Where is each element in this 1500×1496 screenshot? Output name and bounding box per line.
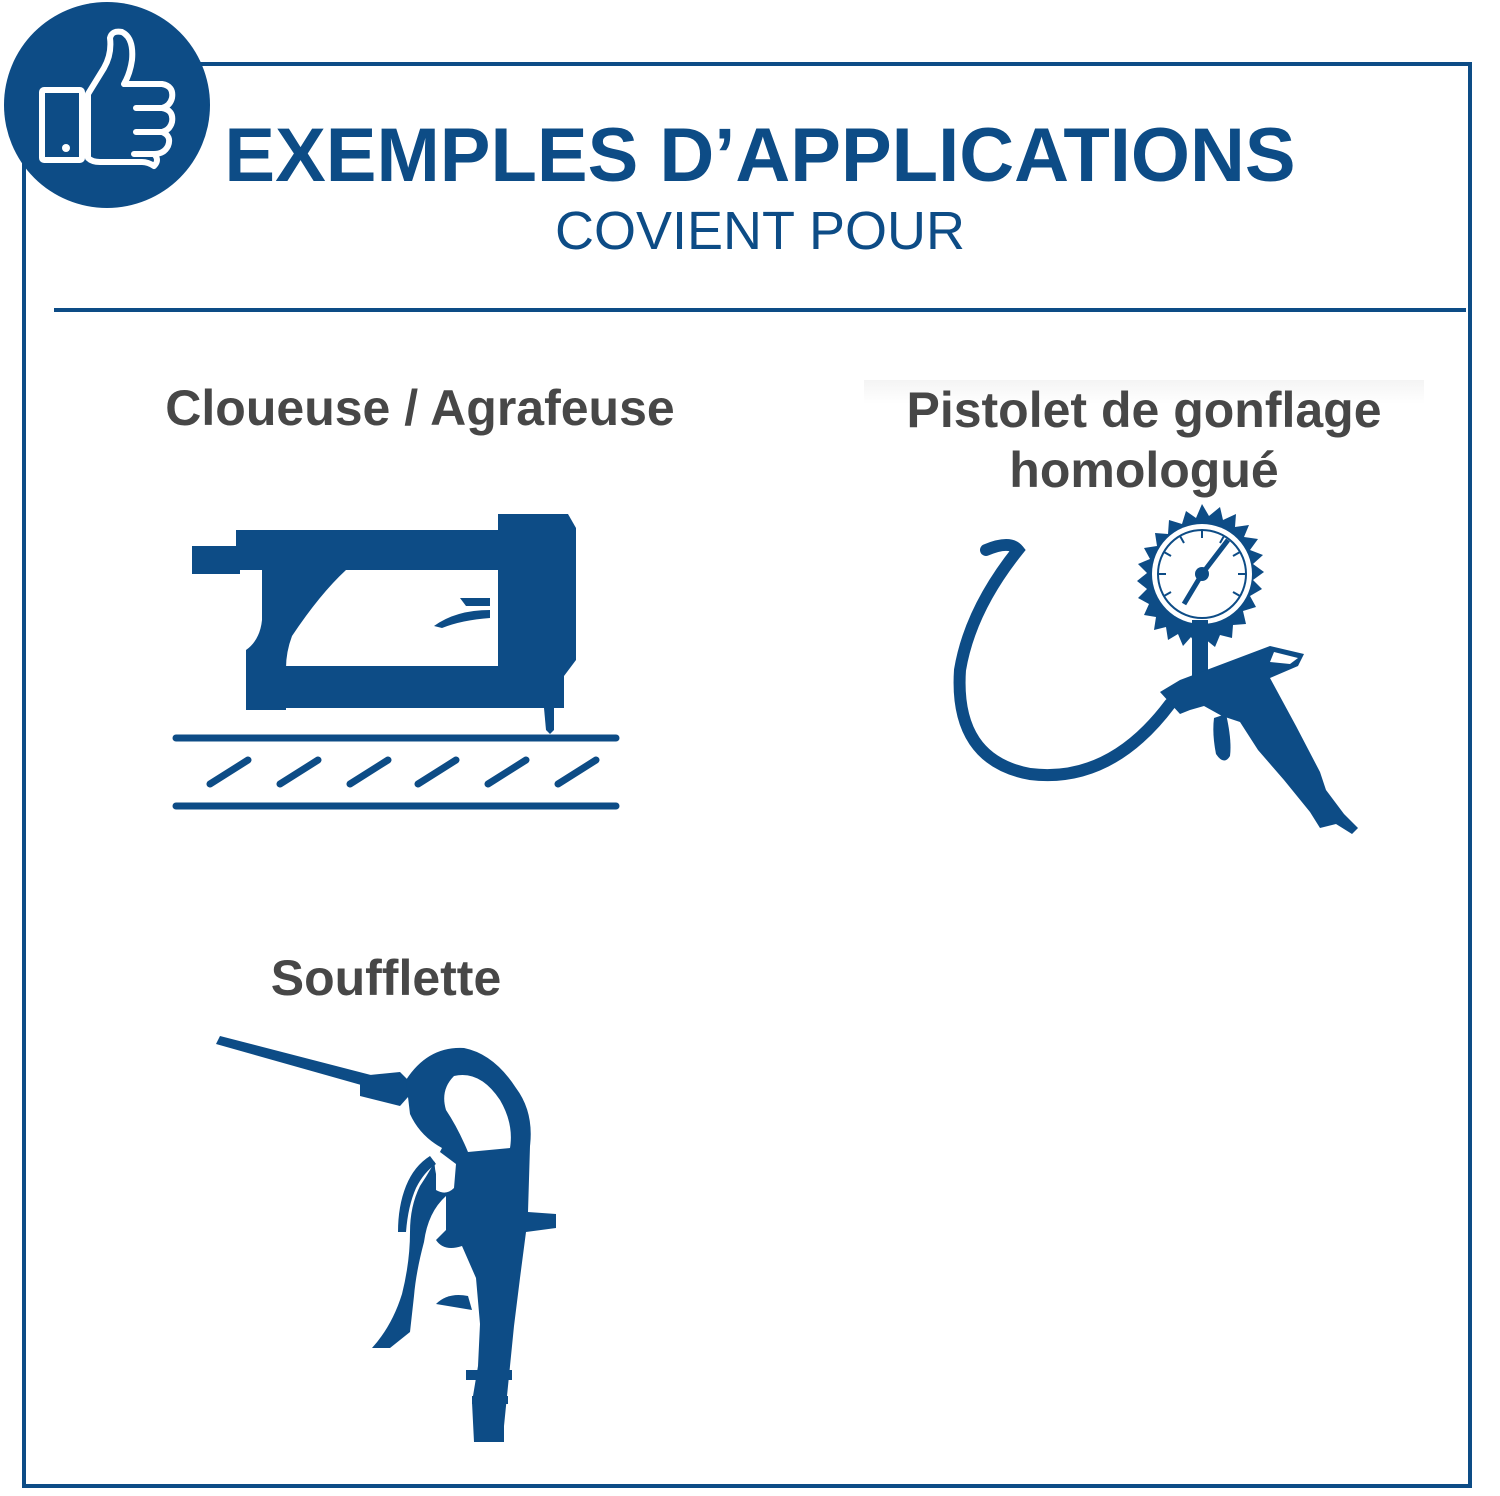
application-label-blow-gun: Soufflette — [270, 950, 502, 1006]
nail-gun-icon — [172, 514, 620, 810]
application-label-nailer: Cloueuse / Agrafeuse — [165, 380, 675, 436]
content-frame — [22, 62, 1472, 1488]
thumbs-up-icon — [39, 28, 176, 169]
badge-circle — [4, 2, 210, 208]
application-label-inflator-line1: Pistolet de gonflage — [906, 382, 1382, 438]
application-label-inflator-line2: homologué — [1009, 442, 1279, 498]
page-title: EXEMPLES D’APPLICATIONS — [224, 113, 1296, 198]
application-label-inflator: Pistolet de gonflage homologué — [864, 380, 1424, 500]
header-divider — [54, 308, 1466, 312]
air-blow-gun-icon — [216, 1036, 556, 1442]
page-subtitle: COVIENT POUR — [554, 201, 966, 261]
tire-inflator-gauge-icon — [953, 504, 1358, 834]
